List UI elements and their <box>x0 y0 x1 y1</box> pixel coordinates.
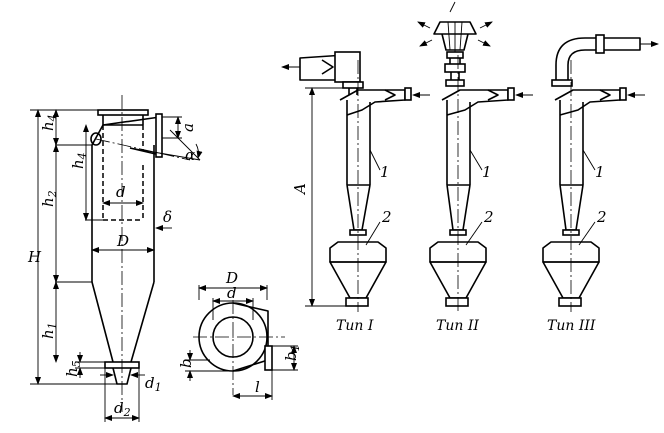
label-type-3: Тип III <box>547 318 596 334</box>
label-plan-l: l <box>255 378 260 396</box>
label-A: A <box>291 183 309 196</box>
label-d2: d2 <box>114 399 131 419</box>
inlet-duct <box>102 116 161 156</box>
label-part-2-type1: 2 <box>381 208 392 226</box>
label-h5: h5 <box>63 360 83 377</box>
label-d1: d1 <box>145 374 162 394</box>
dimension-lines <box>30 109 203 422</box>
label-plan-b: b <box>177 358 195 368</box>
cyclone-elevation <box>90 95 201 412</box>
dimension-text: H h1 h2 h4 h4 h5 d D δ a α d1 d2 <box>27 114 197 419</box>
label-part-2-type3: 2 <box>596 208 607 226</box>
label-part-1-type2: 1 <box>482 163 492 181</box>
label-plan-b1: b1 <box>282 344 302 361</box>
plan-view <box>185 285 298 400</box>
label-part-1-type3: 1 <box>595 163 605 181</box>
label-delta: δ <box>163 208 172 226</box>
label-h2: h2 <box>39 190 59 207</box>
label-type-2: Тип II <box>436 318 479 334</box>
label-D: D <box>116 232 129 250</box>
label-a: a <box>179 123 197 132</box>
label-part-1-type1: 1 <box>380 163 390 181</box>
label-H: H <box>27 248 42 266</box>
plan-inlet-flange <box>264 345 273 371</box>
type-2-assembly <box>417 1 533 312</box>
label-h4-top: h4 <box>39 114 59 131</box>
type-3-assembly <box>542 34 659 312</box>
label-part-2-type2: 2 <box>483 208 494 226</box>
label-h1: h1 <box>39 322 59 339</box>
label-type-1: Тип I <box>336 318 374 334</box>
cylinder-body <box>91 145 155 282</box>
label-alpha: α <box>185 146 195 164</box>
label-plan-D: D <box>225 269 238 287</box>
cone <box>91 281 155 363</box>
label-d: d <box>116 183 126 201</box>
top-flange <box>97 109 149 116</box>
type-1-assembly <box>281 51 430 312</box>
right-labels: A 1 2 1 2 1 2 Тип I Тип II Тип III <box>291 163 607 334</box>
label-plan-d: d <box>227 284 237 302</box>
label-h4-mid: h4 <box>69 152 89 169</box>
plan-dimension-text: D d b b1 l <box>177 269 302 396</box>
